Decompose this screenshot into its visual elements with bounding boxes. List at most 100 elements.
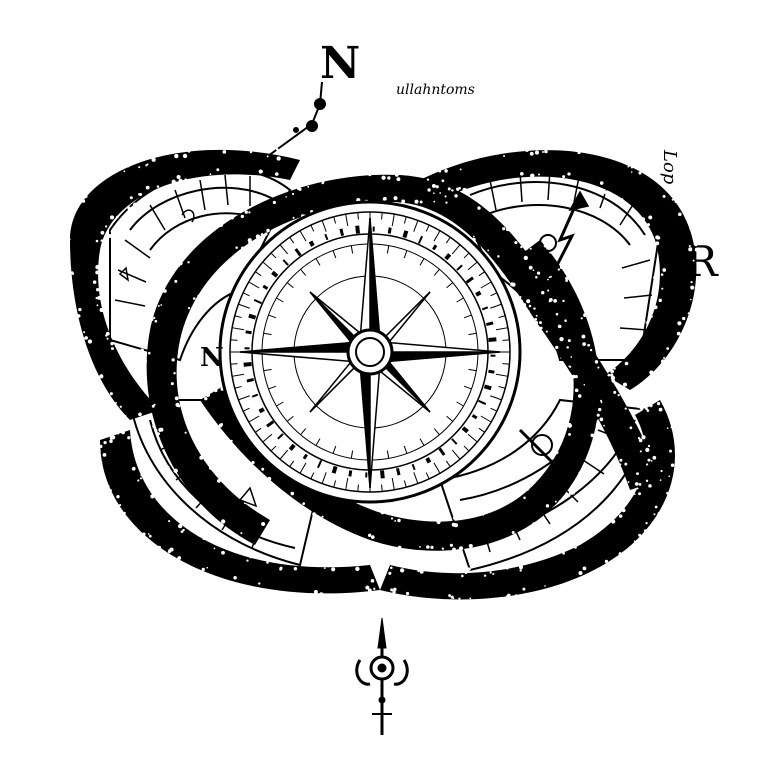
ring-tick (433, 268, 440, 276)
band-star (488, 598, 491, 601)
band-star (654, 505, 658, 509)
band-star (482, 513, 485, 516)
band-star (647, 316, 651, 320)
band-star (645, 522, 648, 525)
band-star (235, 534, 239, 538)
band-star (532, 522, 535, 525)
band-star (142, 532, 146, 536)
ring-tick (232, 373, 245, 377)
band-star (514, 241, 518, 245)
band-star (557, 268, 561, 271)
ring-glyph (331, 465, 338, 474)
band-star (523, 496, 526, 500)
band-star (98, 270, 101, 273)
band-star (570, 356, 573, 358)
ring-tick (315, 438, 321, 446)
band-star (495, 541, 498, 544)
band-star (574, 375, 578, 379)
band-star (543, 243, 548, 248)
band-star (518, 565, 524, 570)
band-star (375, 505, 380, 509)
ring-tick (467, 433, 478, 443)
ring-glyph (395, 467, 401, 476)
band-star (670, 426, 673, 429)
band-star (157, 290, 162, 295)
band-star (247, 238, 252, 243)
band-star (630, 171, 633, 173)
ring-tick (357, 484, 359, 492)
band-star (390, 517, 394, 520)
band-star (107, 489, 110, 491)
band-star (547, 278, 549, 281)
band-star (645, 321, 648, 324)
band-star (638, 533, 642, 537)
bottom-ornament-icon (355, 617, 409, 735)
band-star (648, 215, 653, 220)
band-star (559, 265, 564, 270)
band-star (424, 517, 429, 521)
band-star (583, 383, 586, 386)
band-star (151, 157, 156, 162)
ring-tick (350, 450, 354, 459)
ring-glyph (402, 230, 409, 239)
band-star (95, 239, 99, 243)
ring-tick (468, 368, 477, 372)
band-star (140, 348, 144, 353)
band-star (532, 269, 535, 272)
band-star (298, 505, 303, 509)
band-star (147, 533, 150, 535)
band-star (458, 546, 464, 551)
ring-glyph (372, 226, 375, 232)
band-star (83, 331, 86, 334)
band-star (220, 422, 224, 426)
ring-tick (386, 245, 390, 254)
band-star (199, 455, 204, 460)
band-star (397, 545, 402, 550)
band-star (502, 227, 506, 231)
band-star (500, 505, 503, 508)
band-star (523, 246, 529, 251)
ring-glyph (488, 369, 495, 374)
band-star (647, 444, 651, 448)
band-star (234, 253, 238, 257)
band-star (401, 199, 406, 204)
ring-tick (413, 472, 419, 484)
band-star (175, 181, 178, 184)
band-star (359, 593, 362, 595)
band-star (184, 431, 187, 434)
band-star (285, 195, 287, 198)
band-star (109, 215, 115, 220)
ring-tick (230, 363, 238, 365)
band-star (645, 447, 650, 453)
band-star (534, 317, 538, 321)
band-star (547, 289, 550, 292)
band-star (689, 227, 693, 231)
band-star (649, 370, 654, 375)
band-star (106, 485, 110, 489)
band-star (528, 265, 533, 270)
compass-hub (346, 328, 394, 376)
band-star (526, 299, 531, 304)
band-star (395, 549, 398, 552)
band-star (319, 563, 323, 567)
band-star (510, 231, 513, 234)
band-star (531, 524, 534, 527)
band-star (380, 510, 385, 515)
band-star (177, 367, 181, 372)
band-star (600, 401, 603, 404)
band-star (153, 316, 156, 319)
band-star (524, 147, 529, 153)
band-star (489, 571, 492, 574)
band-star (687, 312, 690, 315)
ring-glyph (481, 306, 489, 311)
band-star (251, 460, 255, 465)
band-star (436, 519, 441, 525)
band-star (677, 321, 682, 326)
band-star (426, 599, 431, 604)
band-star (654, 398, 658, 402)
ring-tick (289, 237, 295, 244)
ring-tick (262, 433, 273, 443)
band-star (173, 372, 176, 375)
band-star (467, 567, 471, 571)
band-star (396, 177, 401, 182)
